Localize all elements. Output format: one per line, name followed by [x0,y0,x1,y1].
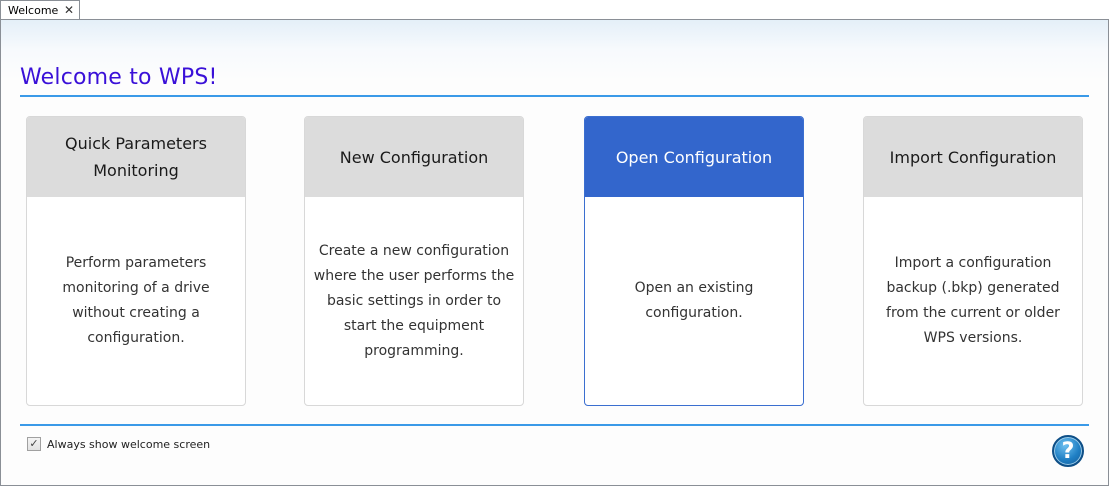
checkbox-box[interactable]: ✓ [27,437,41,451]
question-mark-icon: ? [1061,438,1075,464]
help-button[interactable]: ? [1052,435,1084,467]
card-title: Import Configuration [864,117,1082,197]
title-divider [20,95,1089,97]
card-description: Import a configuration backup (.bkp) gen… [886,255,1060,346]
checkbox-label: Always show welcome screen [47,437,211,451]
card-title: Open Configuration [585,117,803,197]
always-show-welcome-checkbox[interactable]: ✓ Always show welcome screen [27,437,210,451]
quick-parameters-monitoring-card[interactable]: Quick Parameters Monitoring Perform para… [26,116,246,406]
new-configuration-card[interactable]: New Configuration Create a new configura… [304,116,524,406]
welcome-panel: Welcome to WPS! Quick Parameters Monitor… [0,19,1109,486]
card-description: Perform parameters monitoring of a drive… [62,255,210,346]
tab-strip: Welcome ✕ [0,0,1109,20]
import-configuration-card[interactable]: Import Configuration Import a configurat… [863,116,1083,406]
tab-welcome[interactable]: Welcome ✕ [0,0,80,20]
card-title: New Configuration [305,117,523,197]
page-title: Welcome to WPS! [20,65,218,90]
checkmark-icon: ✓ [29,437,39,450]
tab-label: Welcome [8,4,59,17]
card-description: Create a new configuration where the use… [313,242,515,359]
card-description: Open an existing configuration. [634,280,754,321]
open-configuration-card[interactable]: Open Configuration Open an existing conf… [584,116,804,406]
card-title: Quick Parameters Monitoring [27,117,245,197]
footer-divider [20,424,1089,426]
close-icon[interactable]: ✕ [63,3,74,17]
